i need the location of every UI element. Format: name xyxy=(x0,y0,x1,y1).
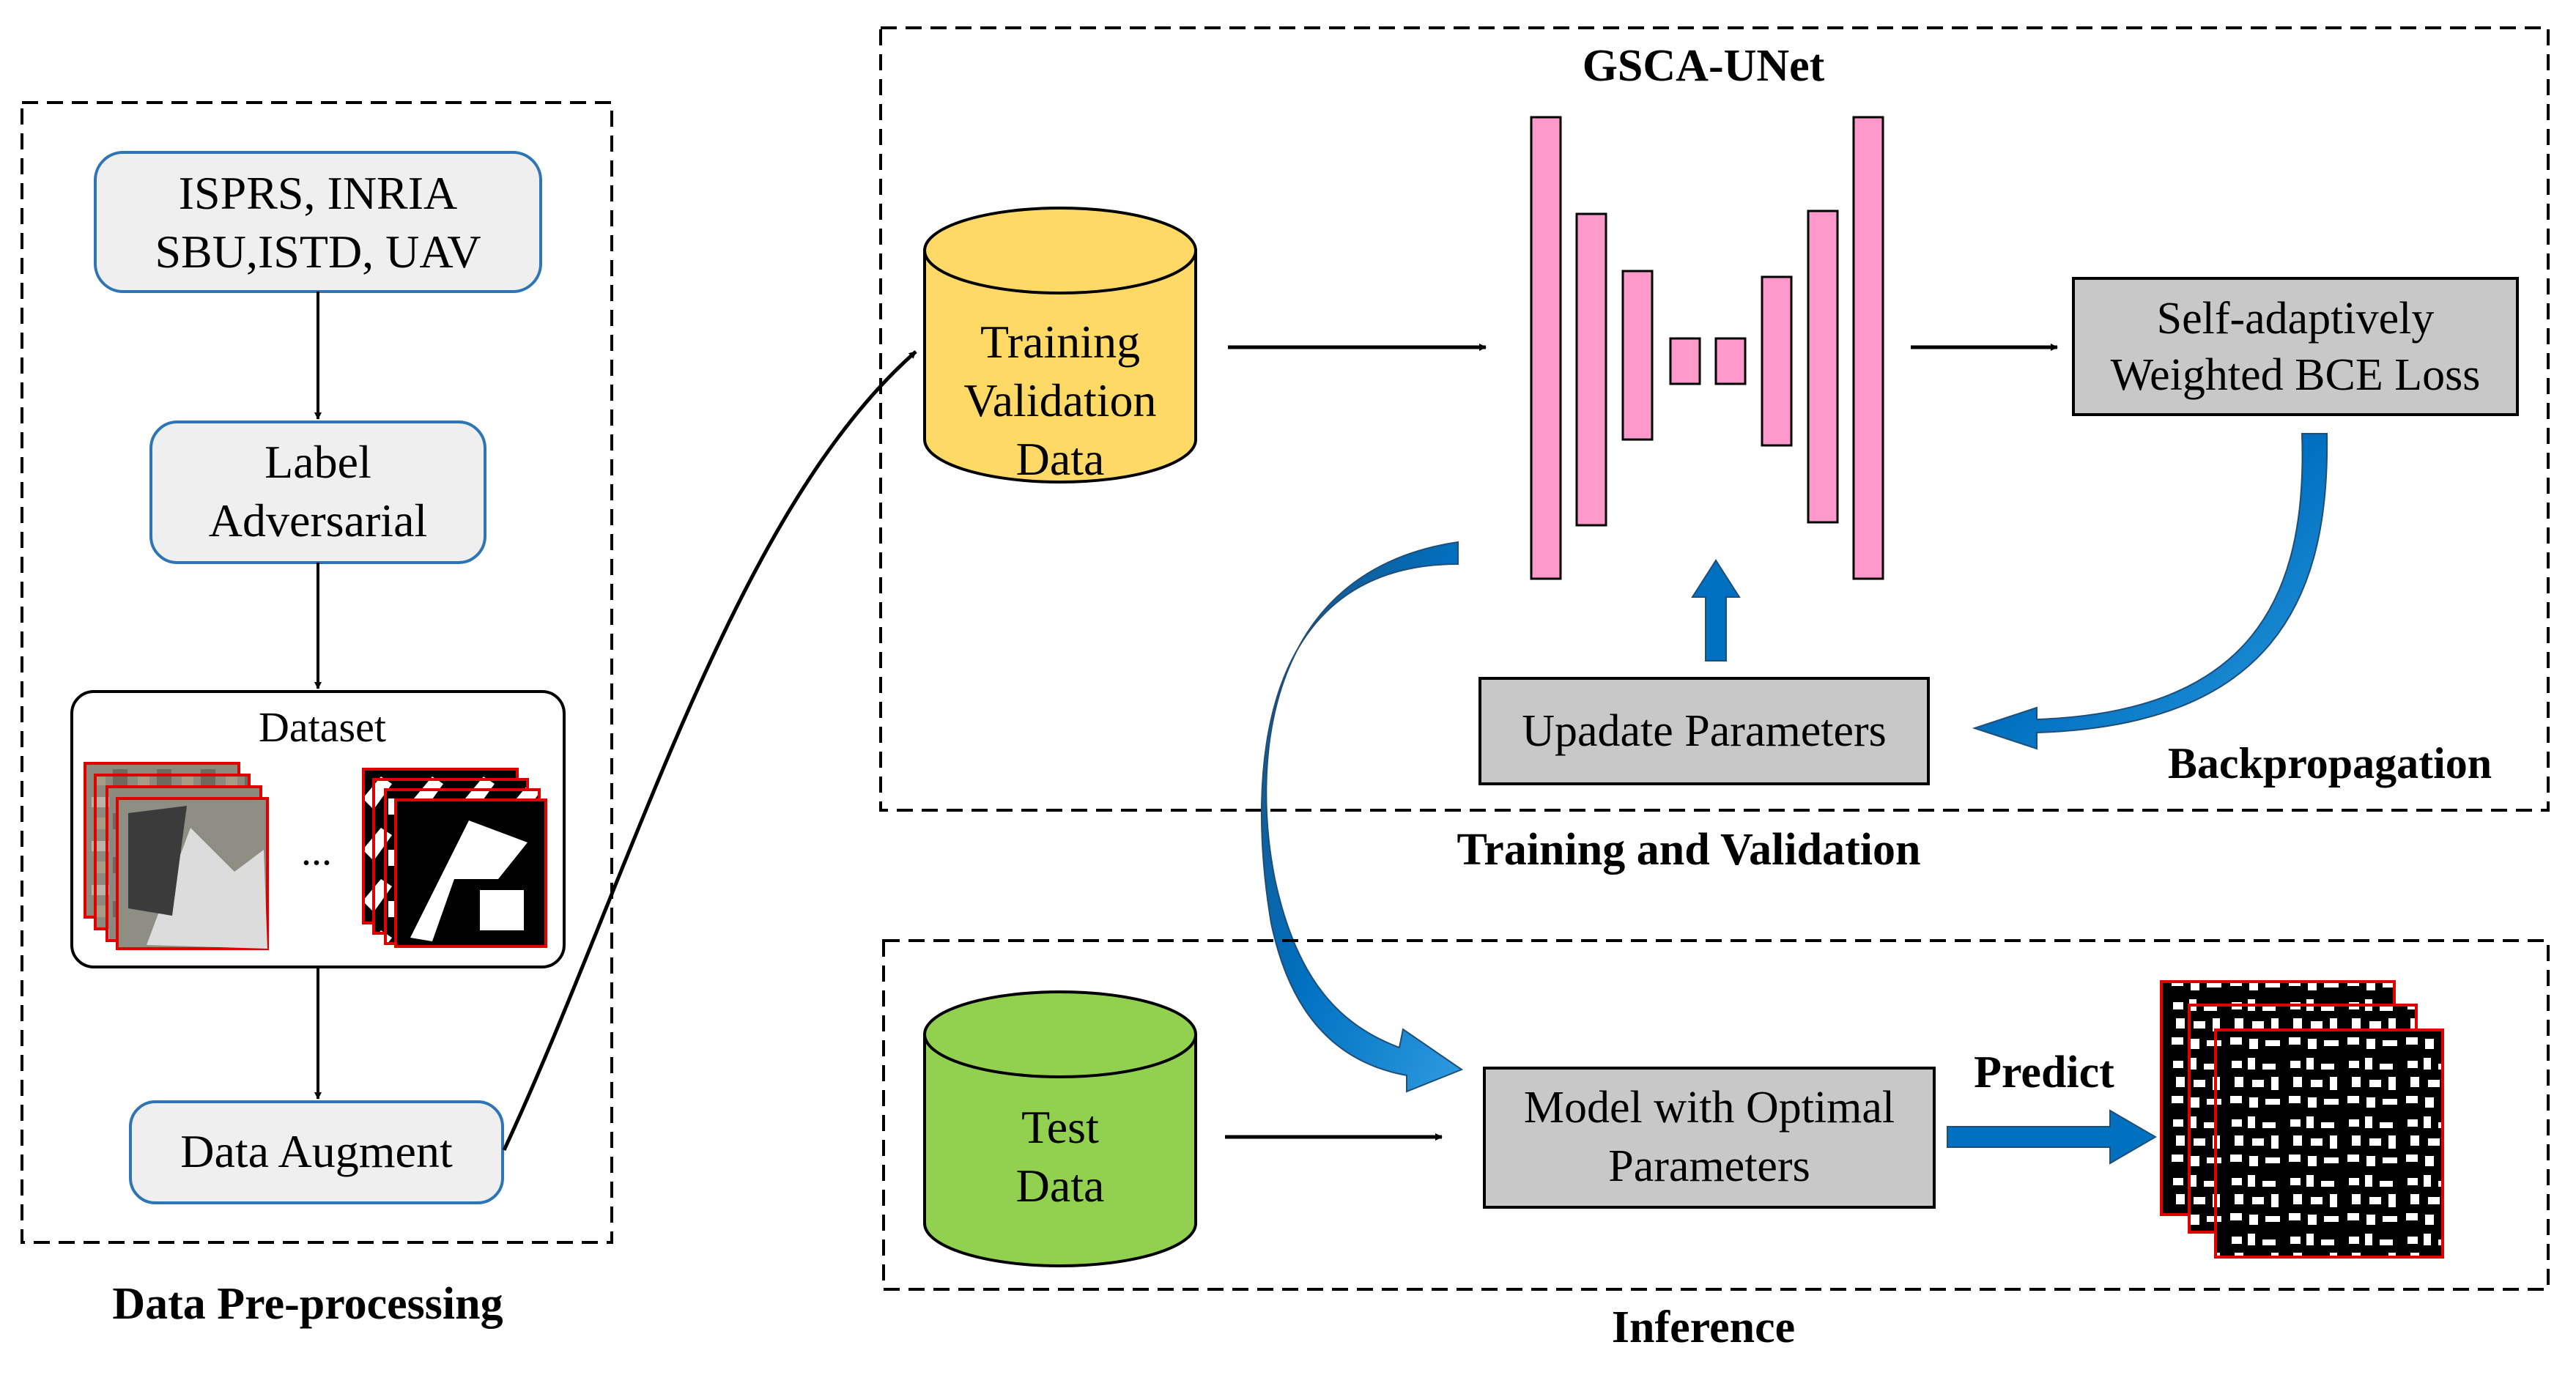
training-data-cylinder xyxy=(923,207,1197,483)
optimal-model-box xyxy=(1483,1067,1936,1209)
unet-bottleneck-block-2 xyxy=(1714,337,1747,385)
dataset-title: Dataset xyxy=(259,703,386,751)
inference-panel xyxy=(882,939,2550,1291)
training-to-inference-arrow xyxy=(1260,541,1464,1093)
unet-decoder-block-1 xyxy=(1761,275,1793,447)
datasets-line1: ISPRS, INRIA xyxy=(179,167,458,219)
update-parameters-box xyxy=(1478,677,1930,785)
network-title: GSCA-UNet xyxy=(1583,41,1825,91)
aerial-image-stack xyxy=(84,762,269,950)
label-line1: Label xyxy=(264,436,371,488)
test-data-line1: Test xyxy=(1021,1101,1099,1153)
test-data-cylinder xyxy=(923,990,1197,1267)
model-line1: Model with Optimal xyxy=(1524,1083,1895,1133)
loss-box xyxy=(2072,277,2519,416)
backpropagation-arrow xyxy=(1972,433,2328,750)
update-parameters-label: Upadate Parameters xyxy=(1522,706,1886,756)
unet-decoder-block-2 xyxy=(1807,210,1839,524)
loss-line2: Weighted BCE Loss xyxy=(2111,350,2481,400)
predict-label: Predict xyxy=(1974,1048,2114,1097)
model-line2: Parameters xyxy=(1608,1141,1810,1191)
loss-line1: Self-adaptively xyxy=(2157,294,2435,344)
training-data-line2: Validation xyxy=(963,374,1156,426)
unet-bottleneck-block-1 xyxy=(1669,337,1701,385)
datasets-line2: SBU,ISTD, UAV xyxy=(155,226,481,278)
preprocessing-caption: Data Pre-processing xyxy=(112,1279,503,1329)
backpropagation-label: Backpropagation xyxy=(2168,739,2492,788)
inference-caption: Inference xyxy=(1612,1302,1795,1352)
data-augment-box xyxy=(129,1100,504,1204)
unet-encoder-block-3 xyxy=(1621,270,1654,441)
update-to-unet-arrow xyxy=(1691,559,1741,662)
unet-encoder-block-2 xyxy=(1575,212,1607,527)
unet-decoder-block-3 xyxy=(1852,116,1884,580)
data-augment-label: Data Augment xyxy=(180,1125,453,1177)
predict-arrow xyxy=(1947,1109,2157,1165)
dataset-ellipsis: ... xyxy=(301,829,332,874)
mask-image-stack xyxy=(362,768,547,948)
label-line2: Adversarial xyxy=(209,494,428,546)
training-caption: Training and Validation xyxy=(1457,825,1921,875)
training-data-line3: Data xyxy=(1016,433,1105,485)
training-panel xyxy=(879,26,2550,812)
prediction-image-stack xyxy=(2160,980,2444,1259)
unet-architecture xyxy=(1530,116,1884,580)
training-data-line1: Training xyxy=(980,316,1140,368)
arrow-augment-to-training xyxy=(502,350,917,1152)
preprocessing-panel xyxy=(21,101,613,1244)
unet-encoder-block-1 xyxy=(1530,116,1562,580)
test-data-line2: Data xyxy=(1016,1160,1105,1212)
